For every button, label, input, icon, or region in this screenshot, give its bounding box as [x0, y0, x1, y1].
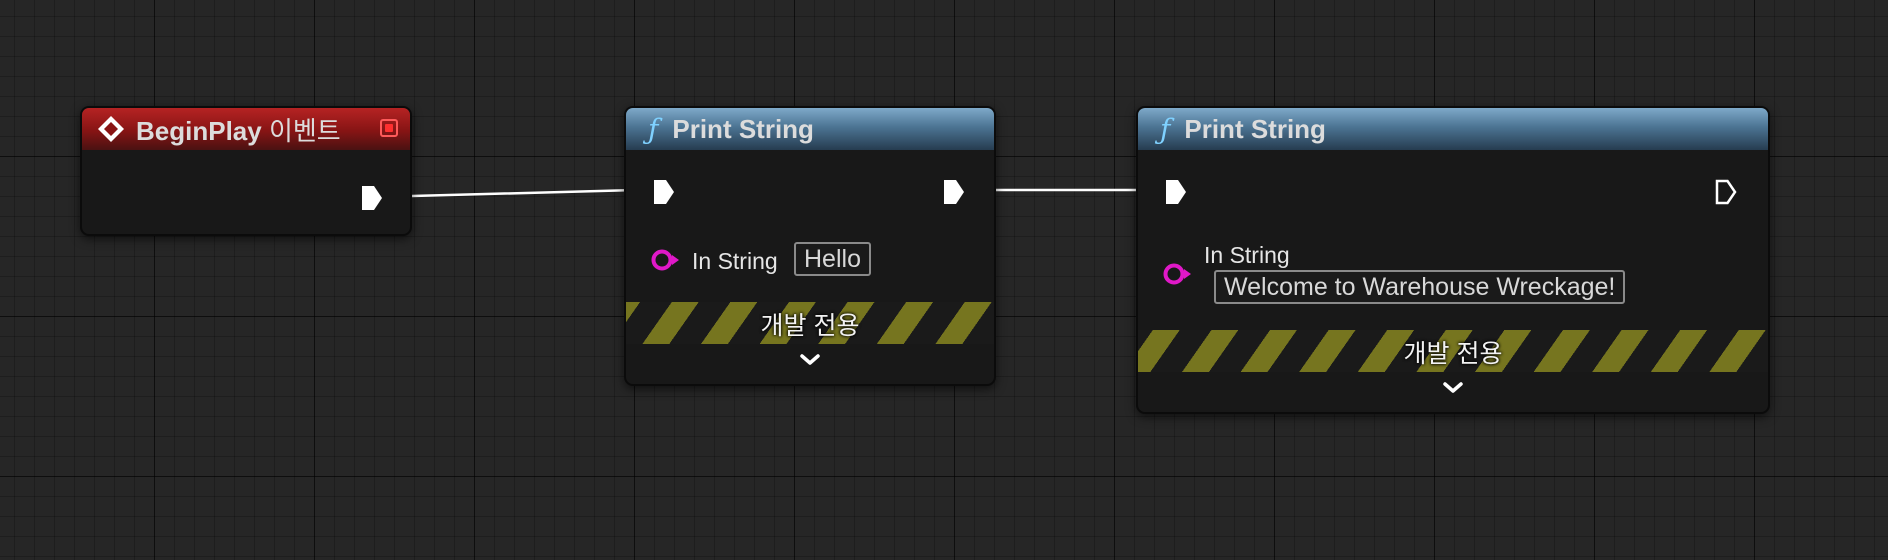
- node-header[interactable]: BeginPlay 이벤트: [82, 108, 410, 150]
- function-icon: ƒ: [1160, 112, 1171, 146]
- in-string-value-field[interactable]: Hello: [794, 242, 871, 276]
- exec-input-pin-icon[interactable]: [652, 178, 676, 206]
- node-title: Print String: [672, 113, 814, 144]
- node-title: BeginPlay 이벤트: [136, 111, 341, 148]
- development-only-banner: 개발 전용: [1138, 330, 1768, 372]
- node-header[interactable]: ƒ Print String: [1138, 108, 1768, 150]
- exec-input-pin-icon[interactable]: [1164, 178, 1188, 206]
- string-input-pin-icon[interactable]: [650, 248, 680, 272]
- exec-output-pin-icon[interactable]: [360, 184, 384, 212]
- in-string-label: In String: [1204, 242, 1290, 268]
- beginplay-event-node[interactable]: BeginPlay 이벤트: [80, 106, 412, 236]
- print-string-node-1[interactable]: ƒ Print String In String Hello 개발 전용: [624, 106, 996, 386]
- function-icon: ƒ: [648, 112, 659, 146]
- string-input-pin-icon[interactable]: [1162, 262, 1192, 286]
- in-string-label: In String: [692, 248, 778, 274]
- node-title-suffix: 이벤트: [268, 115, 341, 146]
- expand-chevron-icon[interactable]: [798, 352, 822, 368]
- node-title-name: BeginPlay: [136, 115, 262, 146]
- node-title: Print String: [1184, 113, 1326, 144]
- development-only-banner: 개발 전용: [626, 302, 994, 344]
- event-diamond-icon: [98, 116, 124, 142]
- exec-output-pin-unconnected-icon[interactable]: [1714, 178, 1738, 206]
- development-only-label: 개발 전용: [1403, 340, 1503, 368]
- exec-wire-beginplay-to-print1[interactable]: [388, 188, 650, 198]
- node-header[interactable]: ƒ Print String: [626, 108, 994, 150]
- in-string-value-field[interactable]: Welcome to Warehouse Wreckage!: [1214, 270, 1626, 304]
- exec-output-pin-icon[interactable]: [942, 178, 966, 206]
- development-only-label: 개발 전용: [760, 312, 860, 340]
- delegate-pin-icon[interactable]: [380, 119, 398, 137]
- print-string-node-2[interactable]: ƒ Print String In String Welcome to Ware…: [1136, 106, 1770, 414]
- expand-chevron-icon[interactable]: [1441, 380, 1465, 396]
